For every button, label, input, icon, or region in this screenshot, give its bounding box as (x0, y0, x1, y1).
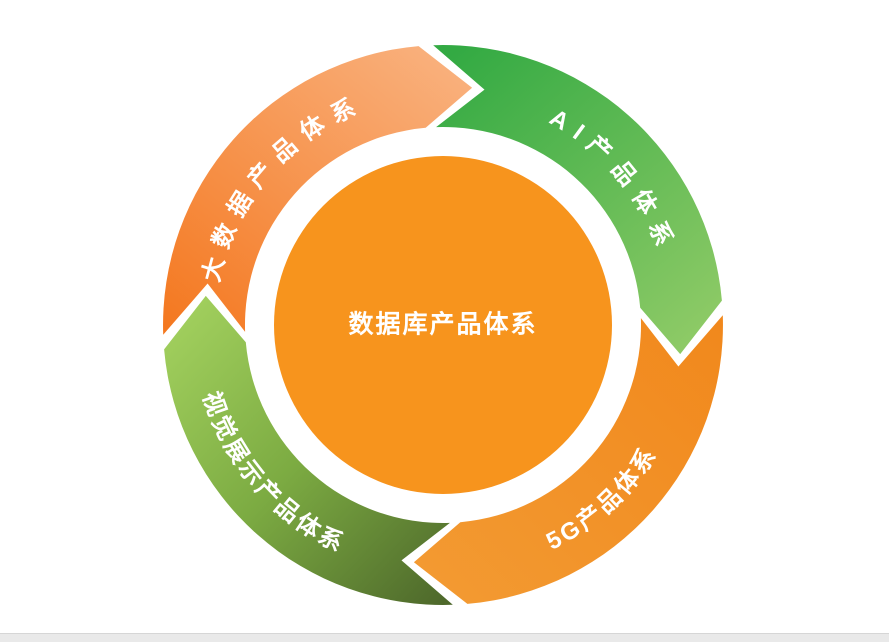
center-label: 数据库产品体系 (348, 311, 537, 339)
segment-ai-arrow (433, 45, 722, 355)
center-circle (274, 156, 612, 494)
segment-visual-display-arrow (164, 295, 453, 605)
bottom-strip (0, 633, 889, 642)
segment-5g-arrow (413, 315, 723, 604)
segment-big-data-arrow (163, 46, 473, 335)
